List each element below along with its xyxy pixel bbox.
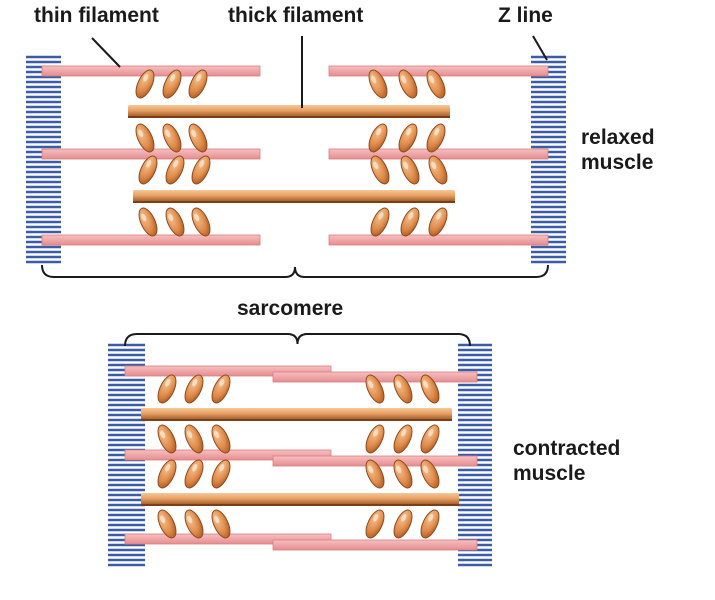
relaxed-row2-myosin-head-right-upper-1: [400, 155, 420, 185]
z-lines-layer: [26, 55, 566, 567]
z-line-label: Z line: [498, 4, 553, 27]
thin-filament-pointer: [91, 37, 121, 68]
contracted-row1-myosin-head-right-lower-0: [365, 424, 385, 454]
contracted-sarcomere-bracket: [124, 333, 471, 347]
contracted-row2-myosin-head-left-upper-2: [211, 459, 231, 489]
relaxed-row2-myosin-head-right-upper-0: [370, 155, 390, 185]
relaxed-row1-myosin-head-left-upper-0: [135, 69, 155, 99]
contracted-row1-myosin-head-left-lower-2: [211, 424, 231, 454]
myosin-heads-layer: [135, 69, 448, 539]
relaxed-row1-myosin-head-left-upper-1: [162, 69, 182, 99]
relaxed-thin-filament-right-2: [328, 234, 549, 246]
contracted-row2-myosin-head-right-lower-1: [393, 509, 413, 539]
thick-filament-label: thick filament: [228, 4, 364, 27]
relaxed-row2-myosin-head-left-lower-1: [165, 207, 185, 237]
relaxed-row2-myosin-head-left-upper-0: [138, 155, 158, 185]
contracted-muscle-label: contracted muscle: [513, 436, 620, 486]
contracted-row1-myosin-head-left-upper-1: [184, 374, 204, 404]
contracted-row2-myosin-head-right-upper-2: [420, 459, 440, 489]
contracted-thick-filament-2: [141, 493, 459, 506]
contracted-row2-myosin-head-right-lower-2: [420, 509, 440, 539]
thin-filament-label: thin filament: [34, 4, 159, 27]
relaxed-z-line-left: [26, 55, 61, 264]
contracted-row2-myosin-head-right-upper-0: [365, 459, 385, 489]
relaxed-z-line-right: [531, 55, 566, 264]
relaxed-label-line-1: relaxed: [581, 126, 655, 149]
relaxed-row1-myosin-head-right-lower-2: [426, 123, 446, 153]
contracted-row1-myosin-head-right-upper-1: [393, 374, 413, 404]
contracted-thin-filament-right-2: [272, 539, 478, 551]
relaxed-row1-myosin-head-left-upper-2: [188, 69, 208, 99]
contracted-z-line-right: [458, 343, 492, 567]
relaxed-row2-myosin-head-right-lower-1: [400, 207, 420, 237]
relaxed-row1-myosin-head-right-lower-0: [368, 123, 388, 153]
relaxed-row1-myosin-head-right-upper-0: [368, 69, 388, 99]
relaxed-row2-myosin-head-right-lower-2: [428, 207, 448, 237]
contracted-row2-myosin-head-left-upper-0: [157, 459, 177, 489]
contracted-row1-myosin-head-left-upper-0: [157, 374, 177, 404]
relaxed-row1-myosin-head-left-lower-1: [162, 123, 182, 153]
contracted-row2-myosin-head-right-lower-0: [365, 509, 385, 539]
relaxed-thin-filament-left-2: [41, 234, 261, 246]
relaxed-row2-myosin-head-left-upper-1: [165, 155, 185, 185]
z-line-pointer: [532, 35, 548, 61]
contracted-row2-myosin-head-left-lower-1: [184, 509, 204, 539]
relaxed-row2-myosin-head-left-upper-2: [191, 155, 211, 185]
relaxed-row2-myosin-head-left-lower-0: [138, 207, 158, 237]
relaxed-row2-myosin-head-right-lower-0: [370, 207, 390, 237]
relaxed-row1-myosin-head-right-lower-1: [398, 123, 418, 153]
relaxed-thin-filament-right-1: [328, 148, 549, 160]
contracted-row2-myosin-head-left-lower-2: [211, 509, 231, 539]
contracted-row2-myosin-head-left-lower-0: [157, 509, 177, 539]
relaxed-row2-myosin-head-left-lower-2: [191, 207, 211, 237]
contracted-row1-myosin-head-right-upper-2: [420, 374, 440, 404]
relaxed-thick-filament-2: [133, 190, 455, 203]
contracted-row1-myosin-head-right-upper-0: [365, 374, 385, 404]
contracted-label-line-1: contracted: [513, 437, 621, 460]
contracted-row1-myosin-head-left-upper-2: [211, 374, 231, 404]
relaxed-thick-filament-1: [128, 105, 450, 118]
relaxed-row1-myosin-head-right-upper-1: [398, 69, 418, 99]
annotation-lines-layer: [41, 35, 549, 347]
relaxed-label-line-2: muscle: [581, 151, 654, 174]
contracted-row1-myosin-head-right-lower-2: [420, 424, 440, 454]
sarcomere-label: sarcomere: [237, 297, 344, 320]
contracted-label-line-2: muscle: [513, 462, 586, 485]
relaxed-row2-myosin-head-right-upper-2: [428, 155, 448, 185]
contracted-row1-myosin-head-left-lower-1: [184, 424, 204, 454]
relaxed-muscle-label: relaxed muscle: [581, 125, 655, 175]
relaxed-row1-myosin-head-right-upper-2: [426, 69, 446, 99]
relaxed-sarcomere-bracket: [41, 264, 549, 278]
contracted-row1-myosin-head-right-lower-1: [393, 424, 413, 454]
thick-filaments-layer: [128, 105, 459, 506]
contracted-row1-myosin-head-left-lower-0: [157, 424, 177, 454]
contracted-row2-myosin-head-right-upper-1: [393, 459, 413, 489]
contracted-row2-myosin-head-left-upper-1: [184, 459, 204, 489]
relaxed-row1-myosin-head-left-lower-0: [135, 123, 155, 153]
relaxed-row1-myosin-head-left-lower-2: [188, 123, 208, 153]
contracted-thick-filament-1: [141, 408, 452, 421]
